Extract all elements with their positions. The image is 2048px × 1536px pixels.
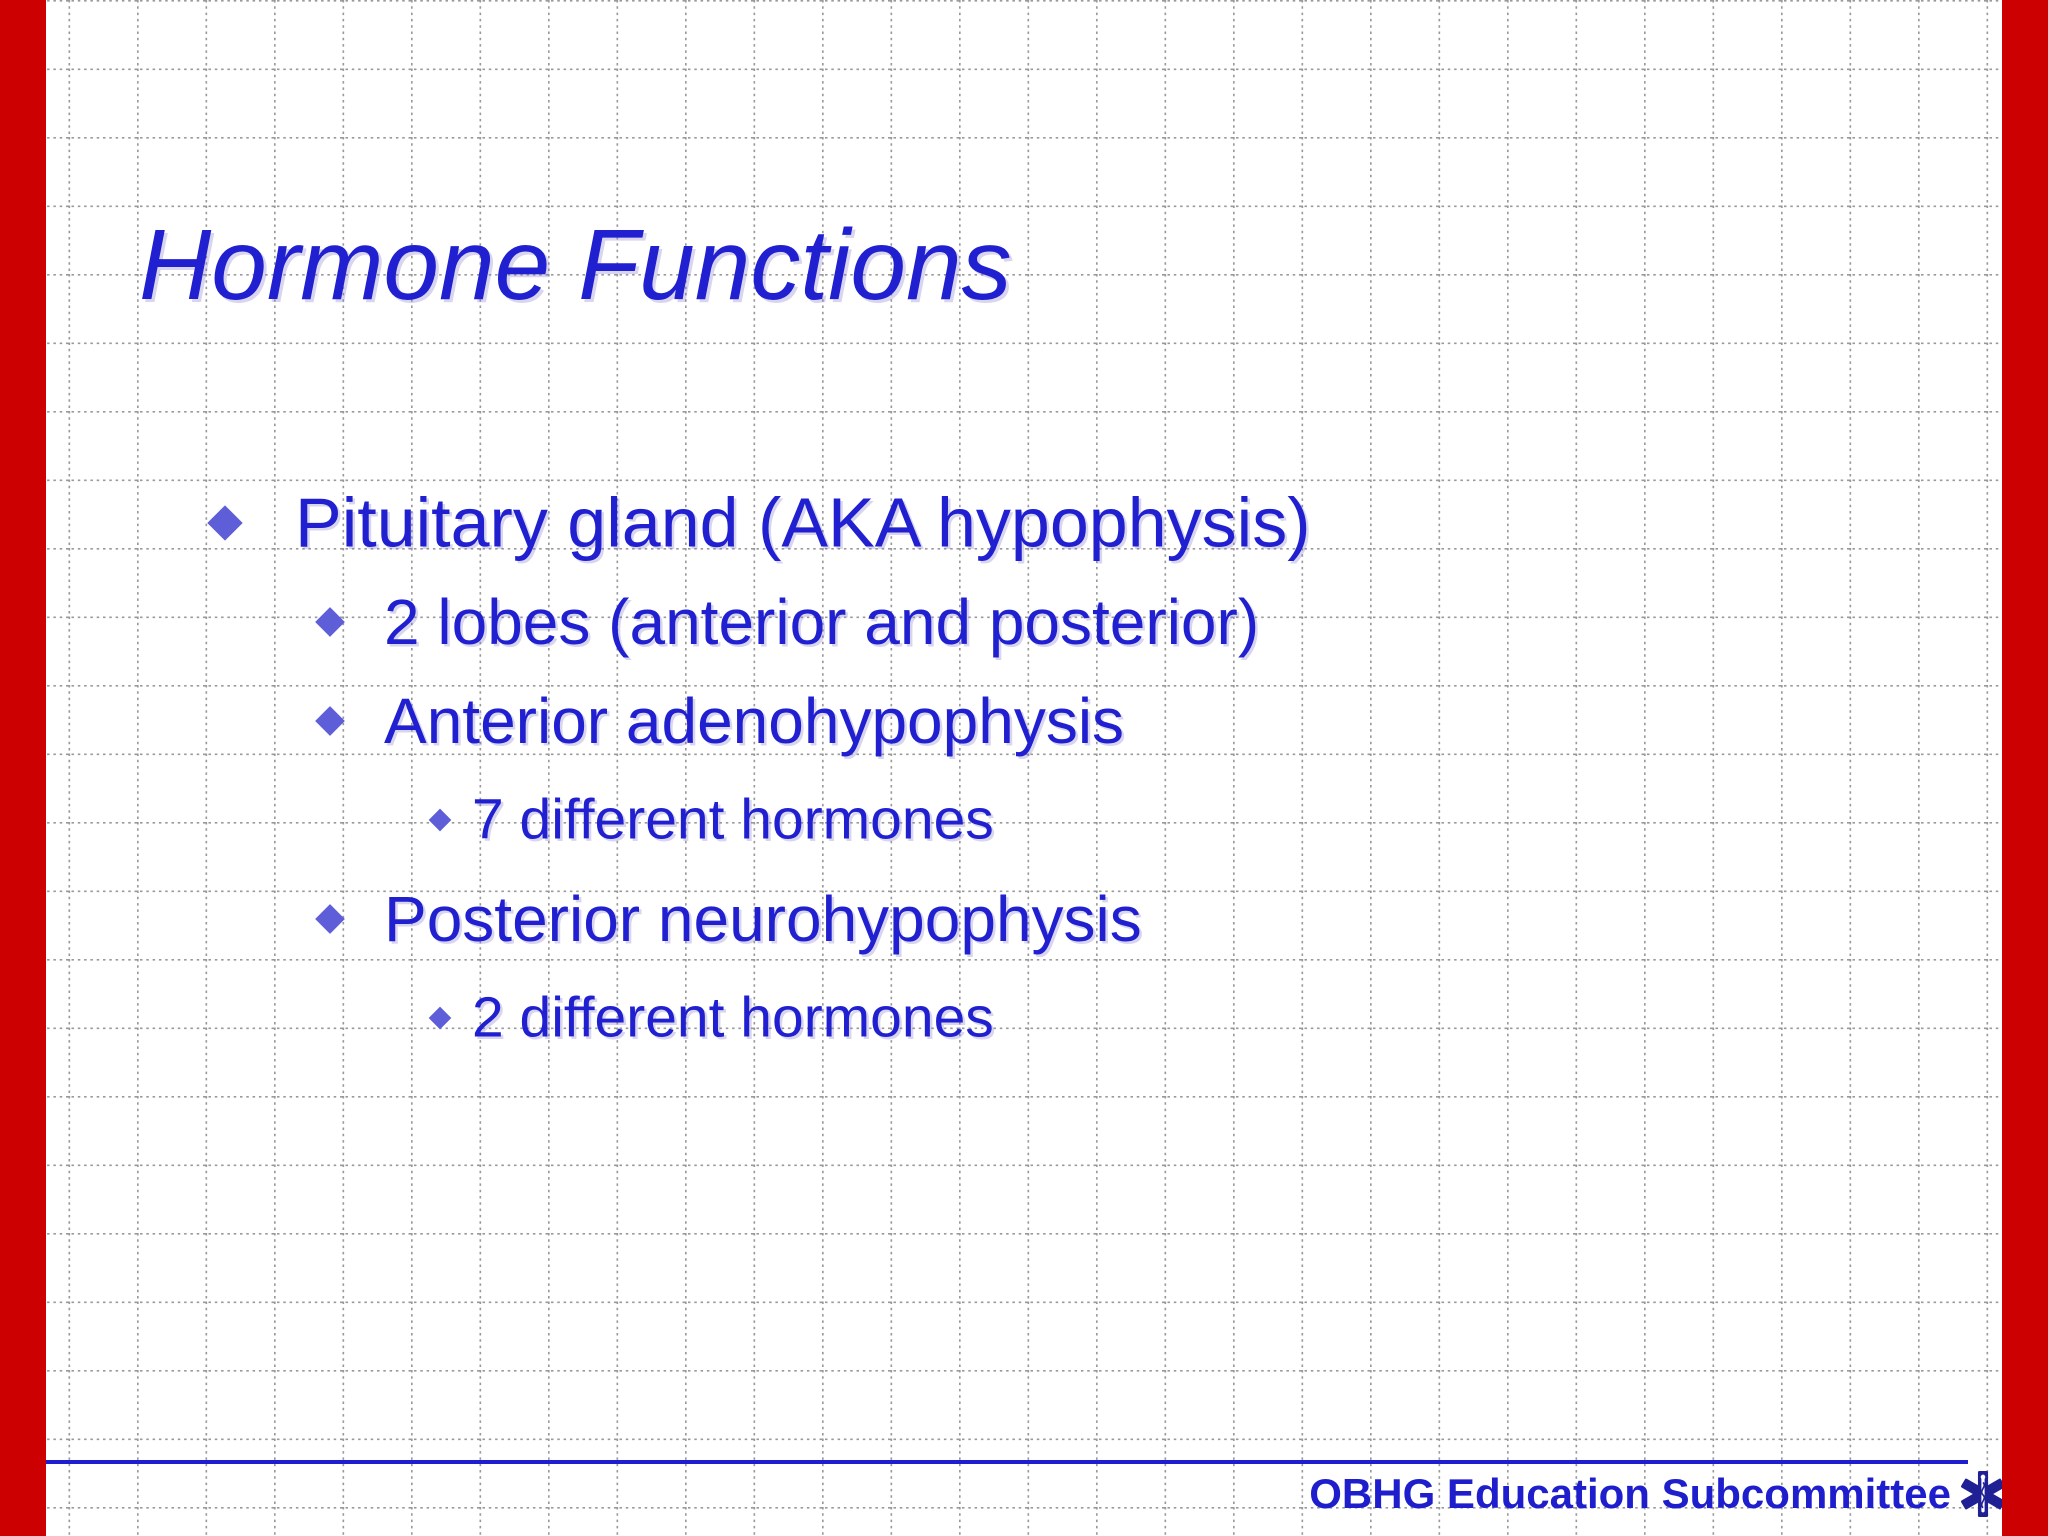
- footer-text: OBHG Education Subcommittee: [1309, 1470, 1951, 1517]
- diamond-bullet-icon: [315, 904, 345, 934]
- bullet-item: 7 different hormones: [0, 770, 2048, 870]
- bullet-text: 2 different hormones: [472, 985, 994, 1050]
- star-of-life-icon: [1961, 1471, 2005, 1517]
- footer: OBHG Education Subcommittee: [1309, 1466, 2006, 1522]
- bullet-item: Pituitary gland (AKA hypophysis): [0, 473, 2048, 573]
- diamond-bullet-icon: [315, 706, 345, 736]
- diamond-bullet-icon: [315, 607, 345, 637]
- bullet-item: 2 lobes (anterior and posterior): [0, 572, 2048, 672]
- bullet-text: 2 lobes (anterior and posterior): [384, 585, 1260, 658]
- slide-title: Hormone Functions: [139, 209, 1012, 321]
- bullet-item: 2 different hormones: [0, 968, 2048, 1068]
- diamond-bullet-icon: [207, 505, 243, 541]
- bullet-item: Posterior neurohypophysis: [0, 869, 2048, 969]
- bullet-text: Anterior adenohypophysis: [384, 684, 1125, 757]
- left-red-bar: [0, 0, 46, 1536]
- bullet-text: Pituitary gland (AKA hypophysis): [295, 483, 1311, 562]
- right-red-bar: [2002, 0, 2048, 1536]
- bullet-text: Posterior neurohypophysis: [384, 882, 1142, 955]
- bullet-text: 7 different hormones: [472, 787, 994, 852]
- diamond-bullet-icon: [428, 808, 452, 832]
- footer-rule: [44, 1460, 1968, 1464]
- diamond-bullet-icon: [428, 1006, 452, 1030]
- bullet-item: Anterior adenohypophysis: [0, 671, 2048, 771]
